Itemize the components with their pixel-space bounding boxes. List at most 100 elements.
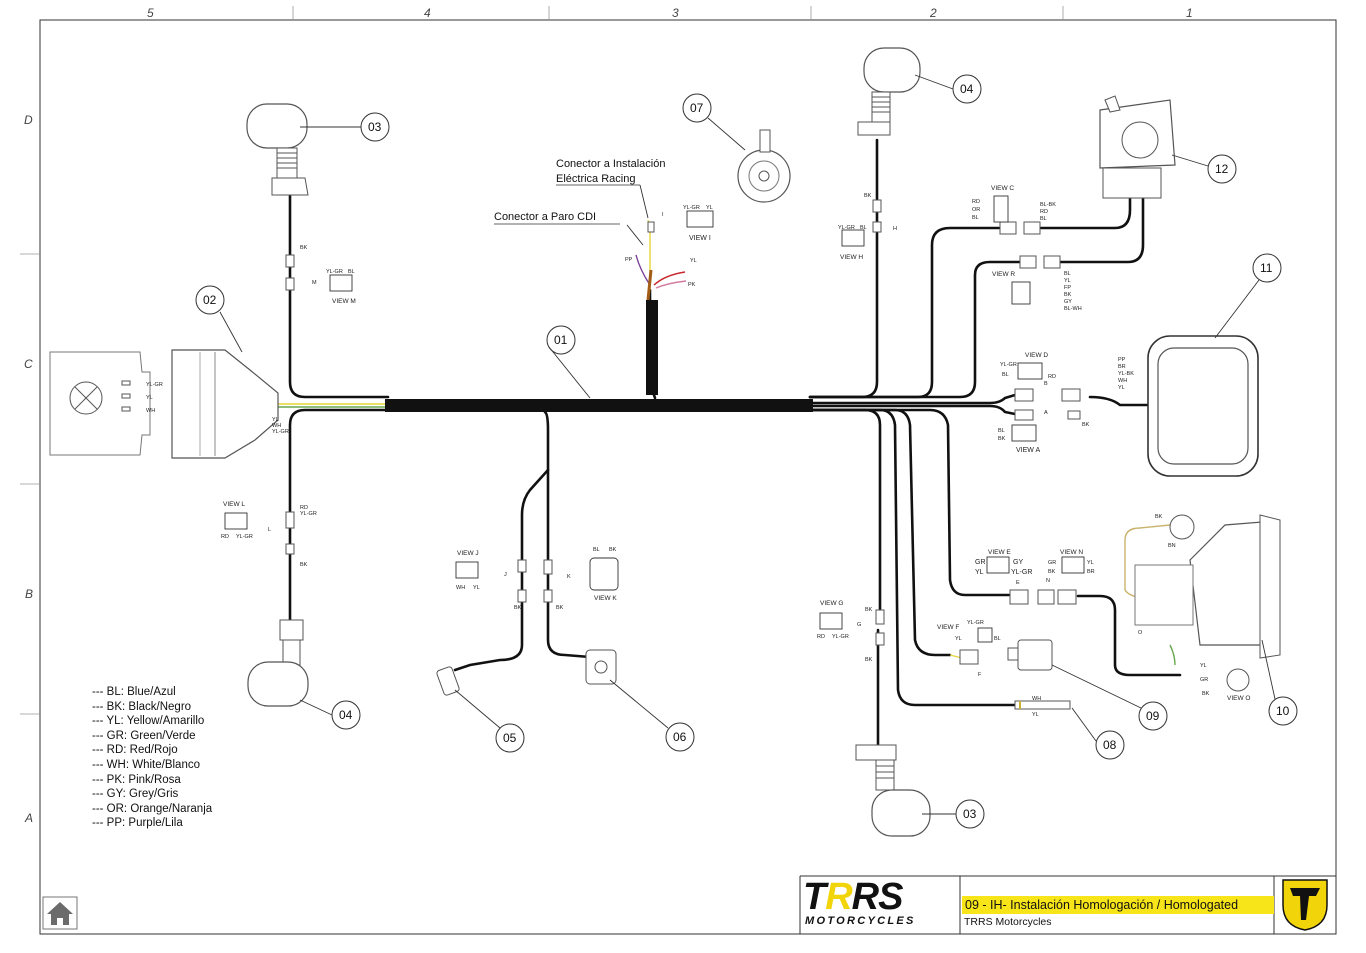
legend-item: --- BK: Black/Negro	[92, 700, 192, 713]
svg-text:M: M	[312, 280, 317, 286]
svg-text:J: J	[504, 572, 507, 578]
svg-text:YL-BK: YL-BK	[1118, 371, 1134, 377]
svg-text:PP: PP	[1118, 357, 1126, 363]
svg-text:RD: RD	[221, 534, 229, 540]
svg-text:F: F	[978, 672, 982, 678]
svg-text:OR: OR	[972, 207, 980, 213]
svg-text:BK: BK	[300, 245, 308, 251]
relay-09	[1007, 639, 1053, 671]
svg-text:BN: BN	[1168, 543, 1176, 549]
svg-text:YL: YL	[1118, 385, 1125, 391]
company-name: TRRS Motorcycles	[964, 916, 1052, 928]
svg-text:YL-GR: YL-GR	[326, 269, 343, 275]
trrs-logo: TRRS MOTORCYCLES	[803, 878, 953, 930]
legend-item: --- RD: Red/Rojo	[92, 744, 178, 757]
home-button[interactable]	[42, 896, 78, 930]
svg-text:WH: WH	[456, 585, 465, 591]
legend-item: --- PP: Purple/Lila	[92, 817, 183, 830]
view-i-label: VIEW I	[689, 235, 711, 242]
svg-text:BK: BK	[998, 436, 1006, 442]
svg-text:YL-GR: YL-GR	[832, 634, 849, 640]
row-label-a: A	[24, 811, 33, 825]
column-label-2: 2	[929, 6, 937, 20]
svg-text:BL-WH: BL-WH	[1064, 306, 1082, 312]
callout-10: 10	[1276, 704, 1290, 718]
svg-text:BK: BK	[556, 605, 564, 611]
callout-06: 06	[673, 730, 687, 744]
view-e-label: VIEW E	[988, 549, 1011, 556]
svg-text:PP: PP	[625, 257, 633, 263]
svg-text:RD: RD	[1048, 374, 1056, 380]
view-c-label: VIEW C	[991, 185, 1014, 192]
svg-text:BL: BL	[593, 547, 600, 553]
legend-item: --- YL: Yellow/Amarillo	[92, 715, 205, 728]
svg-text:YL-GR: YL-GR	[236, 534, 253, 540]
svg-text:BL: BL	[348, 269, 355, 275]
bundle-wire-yl: YL	[272, 417, 279, 423]
connector-face-views	[224, 195, 1085, 643]
svg-text:BK: BK	[1048, 569, 1056, 575]
svg-text:BK: BK	[1202, 691, 1210, 697]
svg-text:FP: FP	[1064, 285, 1071, 291]
view-o-label: VIEW O	[1227, 695, 1250, 702]
svg-text:YL-GR: YL-GR	[683, 205, 700, 211]
legend-item: --- GR: Green/Verde	[92, 729, 196, 742]
svg-text:YL: YL	[955, 636, 962, 642]
cdi-branch-sleeve	[646, 300, 658, 395]
title-block-frame	[799, 875, 1336, 934]
svg-text:BL: BL	[998, 428, 1005, 434]
row-label-d: D	[24, 113, 33, 127]
svg-text:BK: BK	[514, 605, 522, 611]
legend-item: --- GY: Grey/Gris	[92, 788, 179, 801]
svg-text:BL: BL	[994, 636, 1001, 642]
row-label-c: C	[24, 357, 33, 371]
svg-text:BR: BR	[1118, 364, 1126, 370]
headlight-wire-wh: WH	[146, 408, 155, 414]
legend-item: --- BL: Blue/Azul	[92, 686, 176, 698]
svg-text:GY: GY	[1064, 299, 1072, 305]
horn	[737, 129, 791, 203]
view-l-label: VIEW L	[223, 501, 245, 508]
svg-text:BK: BK	[300, 562, 308, 568]
column-label-4: 4	[424, 6, 431, 20]
svg-text:YL: YL	[1032, 712, 1039, 718]
svg-text:YL: YL	[1087, 560, 1094, 566]
svg-text:YL: YL	[975, 569, 984, 576]
svg-text:GR: GR	[975, 559, 986, 566]
headlight-assembly	[49, 349, 279, 459]
bundle-wire-wh: WH	[272, 423, 281, 429]
leader-lines	[219, 74, 1276, 815]
svg-text:YL: YL	[690, 258, 697, 264]
legend-item: --- WH: White/Blanco	[92, 758, 200, 771]
callout-12: 12	[1215, 162, 1229, 176]
dashboard-display	[1147, 335, 1259, 477]
drawing-title: 09 - IH- Instalación Homologación / Homo…	[962, 896, 1274, 914]
svg-text:K: K	[567, 574, 571, 580]
callout-04-bottom: 04	[339, 708, 353, 722]
view-m-label: VIEW M	[332, 298, 356, 305]
svg-text:BL: BL	[972, 215, 979, 221]
svg-text:GR: GR	[1048, 560, 1056, 566]
svg-text:BL-BK: BL-BK	[1040, 202, 1056, 208]
svg-text:BL: BL	[1002, 372, 1009, 378]
callout-03-top: 03	[368, 120, 382, 134]
trrs-logo-subtitle: MOTORCYCLES	[805, 915, 916, 927]
bundle-wire-yl-gr: YL-GR	[272, 429, 289, 435]
svg-text:PK: PK	[688, 282, 696, 288]
wire-color-tags: BK BK RD YL-GR YL-GR BL M L RD YL-GR BK …	[221, 193, 1210, 718]
svg-text:WH: WH	[1032, 696, 1041, 702]
svg-text:GY: GY	[1013, 559, 1023, 566]
callout-04-top: 04	[960, 82, 974, 96]
view-g-label: VIEW G	[820, 600, 843, 607]
svg-text:RD: RD	[972, 199, 980, 205]
svg-text:WH: WH	[1118, 378, 1127, 384]
svg-text:BK: BK	[1064, 292, 1072, 298]
svg-text:YL: YL	[1064, 278, 1071, 284]
callout-05: 05	[503, 731, 517, 745]
callout-08: 08	[1103, 738, 1117, 752]
svg-text:BL: BL	[860, 225, 867, 231]
view-f-label: VIEW F	[937, 624, 959, 631]
svg-text:YL-GR: YL-GR	[1000, 362, 1017, 368]
view-a-label: VIEW A	[1016, 447, 1040, 454]
sensor-06	[585, 649, 617, 685]
